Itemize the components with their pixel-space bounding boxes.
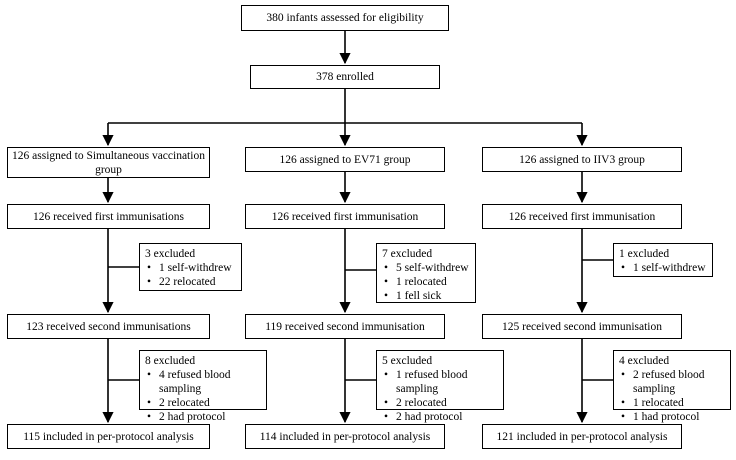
g2-excluded2-item: 1 refused blood sampling: [382, 368, 498, 396]
assessed-text: 380 infants assessed for eligibility: [266, 12, 424, 24]
g2-excluded2-head: 5 excluded: [382, 355, 433, 367]
g1-second-text: 123 received second immunisations: [26, 320, 191, 333]
g3-assigned-text: 126 assigned to IIV3 group: [519, 153, 645, 166]
g1-excluded2-head: 8 excluded: [145, 355, 196, 367]
g2-excluded2-box: 5 excluded 1 refused blood sampling 2 re…: [376, 350, 504, 437]
g1-second-box: 123 received second immunisations: [7, 314, 210, 339]
g1-final-text: 115 included in per-protocol analysis: [23, 430, 194, 443]
g1-excluded2-box: 8 excluded 4 refused blood sampling 2 re…: [139, 350, 267, 437]
g3-assigned-box: 126 assigned to IIV3 group: [482, 147, 682, 172]
g1-first-text: 126 received first immunisations: [32, 210, 185, 223]
g3-excluded1-box: 1 excluded 1 self-withdrew: [613, 243, 713, 277]
g2-excluded1-item: 1 fell sick: [382, 289, 470, 303]
g2-assigned-text: 126 assigned to EV71 group: [279, 153, 411, 166]
enrolled-box: 378 enrolled: [250, 65, 440, 89]
g2-first-text: 126 received first immunisation: [271, 210, 419, 223]
g1-excluded2-item: 2 relocated: [145, 396, 261, 410]
g2-second-box: 119 received second immunisation: [245, 314, 445, 339]
g3-excluded2-item: 1 relocated: [619, 396, 725, 410]
g3-first-text: 126 received first immunisation: [508, 210, 656, 223]
g2-final-box: 114 included in per-protocol analysis: [245, 424, 445, 449]
g3-second-box: 125 received second immunisation: [482, 314, 682, 339]
g3-final-text: 121 included in per-protocol analysis: [496, 430, 668, 443]
g3-excluded2-box: 4 excluded 2 refused blood sampling 1 re…: [613, 350, 731, 437]
g3-excluded1-item: 1 self-withdrew: [619, 261, 707, 275]
g1-excluded1-head: 3 excluded: [145, 248, 196, 260]
g1-excluded1-item: 22 relocated: [145, 275, 236, 289]
assessed-box: 380 infants assessed for eligibility: [241, 5, 449, 31]
g1-assigned-text: 126 assigned to Simultaneous vaccination…: [12, 149, 205, 176]
g1-assigned-box: 126 assigned to Simultaneous vaccination…: [7, 147, 210, 178]
g1-excluded1-box: 3 excluded 1 self-withdrew 22 relocated: [139, 243, 242, 291]
g3-first-box: 126 received first immunisation: [482, 204, 682, 229]
g3-excluded2-head: 4 excluded: [619, 355, 670, 367]
g2-final-text: 114 included in per-protocol analysis: [259, 430, 431, 443]
g2-excluded1-box: 7 excluded 5 self-withdrew 1 relocated 1…: [376, 243, 476, 303]
g2-excluded1-head: 7 excluded: [382, 248, 433, 260]
g2-first-box: 126 received first immunisation: [245, 204, 445, 229]
g2-assigned-box: 126 assigned to EV71 group: [245, 147, 445, 172]
g3-second-text: 125 received second immunisation: [501, 320, 662, 333]
enrolled-text: 378 enrolled: [316, 71, 374, 83]
g1-first-box: 126 received first immunisations: [7, 204, 210, 229]
g2-excluded1-item: 5 self-withdrew: [382, 261, 470, 275]
g1-excluded2-item: 4 refused blood sampling: [145, 368, 261, 396]
g3-excluded2-item: 2 refused blood sampling: [619, 368, 725, 396]
g1-excluded1-item: 1 self-withdrew: [145, 261, 236, 275]
g2-second-text: 119 received second immunisation: [265, 320, 425, 333]
g2-excluded2-item: 2 relocated: [382, 396, 498, 410]
g2-excluded1-item: 1 relocated: [382, 275, 470, 289]
g1-final-box: 115 included in per-protocol analysis: [7, 424, 210, 449]
g3-final-box: 121 included in per-protocol analysis: [482, 424, 682, 449]
g3-excluded1-head: 1 excluded: [619, 248, 670, 260]
